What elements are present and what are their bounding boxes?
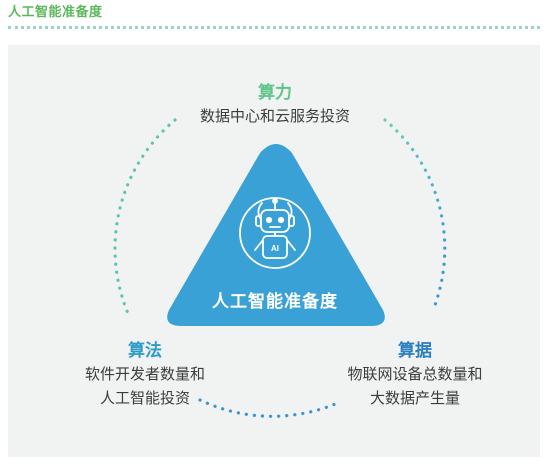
algorithm-title: 算法	[128, 341, 162, 360]
robot-icon-label: AI	[271, 244, 279, 253]
compute-label-group: 算力 数据中心和云服务投资	[175, 78, 375, 129]
algorithm-label-group: 算法 软件开发者数量和 人工智能投资	[60, 336, 230, 411]
center-triangle	[167, 144, 385, 326]
data-label-group: 算据 物联网设备总数量和 大数据产生量	[330, 336, 500, 411]
page-title: 人工智能准备度	[8, 4, 103, 19]
data-title: 算据	[398, 341, 432, 360]
algorithm-description-line-1: 软件开发者数量和	[84, 366, 205, 383]
algorithm-description-line-2: 人工智能投资	[99, 390, 190, 407]
ring-segment-bottom	[198, 398, 342, 418]
data-description-line-2: 大数据产生量	[369, 390, 460, 407]
center-label: 人工智能准备度	[212, 292, 338, 311]
header-divider	[8, 26, 540, 29]
compute-description: 数据中心和云服务投资	[199, 108, 350, 125]
ring-segment-right	[383, 118, 447, 307]
data-description-line-1: 物联网设备总数量和	[347, 366, 483, 383]
ring-segment-left	[113, 118, 177, 320]
compute-title: 算力	[258, 83, 292, 102]
robot-ai-icon	[239, 197, 311, 269]
